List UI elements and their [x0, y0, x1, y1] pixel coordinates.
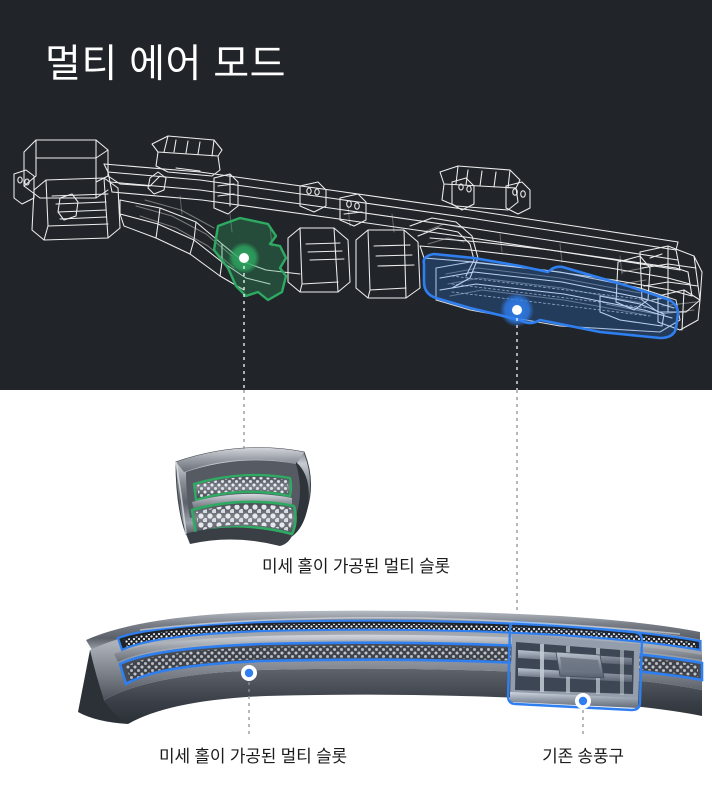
blue-marker[interactable] — [500, 293, 534, 327]
hero-section: 멀티 에어 모드 — [0, 0, 712, 390]
multi-slot-vent-closeup — [175, 447, 311, 546]
panel-slot-marker[interactable] — [241, 665, 257, 681]
green-marker[interactable] — [228, 242, 260, 274]
page-title: 멀티 에어 모드 — [45, 43, 286, 86]
caption-multi-slot-detail: 미세 홀이 가공된 멀티 슬롯 — [262, 557, 450, 576]
hvac-duct-wireframe-diagram — [13, 135, 703, 390]
lower-section — [0, 390, 712, 800]
highlight-conventional-vent — [422, 252, 680, 340]
panel-vent-marker[interactable] — [575, 693, 591, 709]
conventional-vent-module — [506, 620, 644, 712]
caption-conventional-vent: 기존 송풍구 — [542, 747, 624, 766]
crash-pad-vent-assembly — [78, 610, 704, 724]
caption-panel-multi-slot: 미세 홀이 가공된 멀티 슬롯 — [159, 747, 347, 766]
